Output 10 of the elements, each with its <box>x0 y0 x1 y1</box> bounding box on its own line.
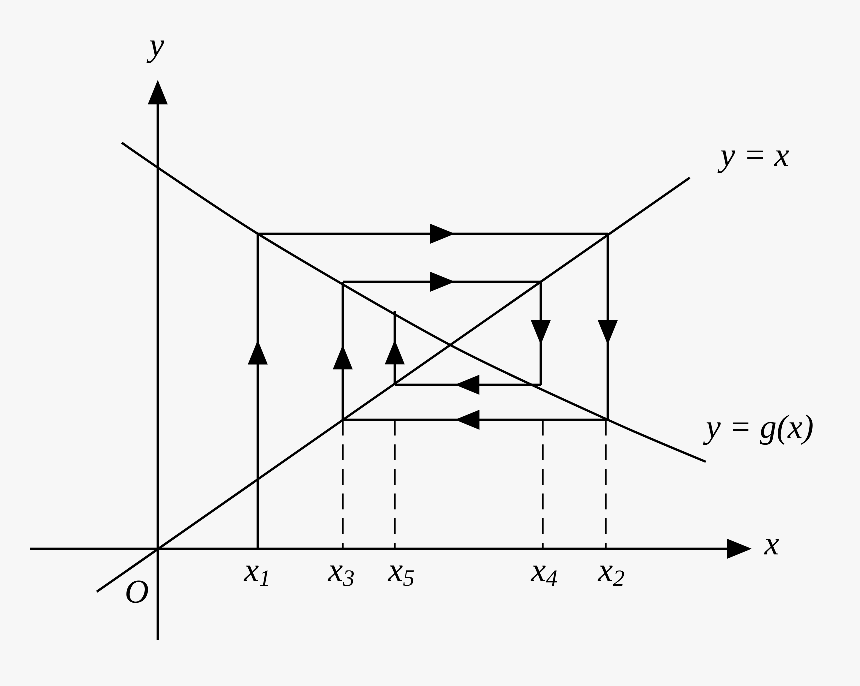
axis-label: x$_{2}$ <box>598 566 624 586</box>
axis-label: y = g(x) <box>703 414 813 446</box>
axis-label: x$_{5}$ <box>388 566 414 586</box>
axis-label: x$_{3}$ <box>328 566 354 586</box>
axis-label: y <box>146 40 164 64</box>
axis-label: x$_{1}$ <box>244 566 268 586</box>
axis-label: x <box>764 539 780 555</box>
axis-label: O <box>126 580 148 604</box>
axis-label: y = x <box>718 150 790 174</box>
axis-label: x$_{4}$ <box>530 566 558 586</box>
